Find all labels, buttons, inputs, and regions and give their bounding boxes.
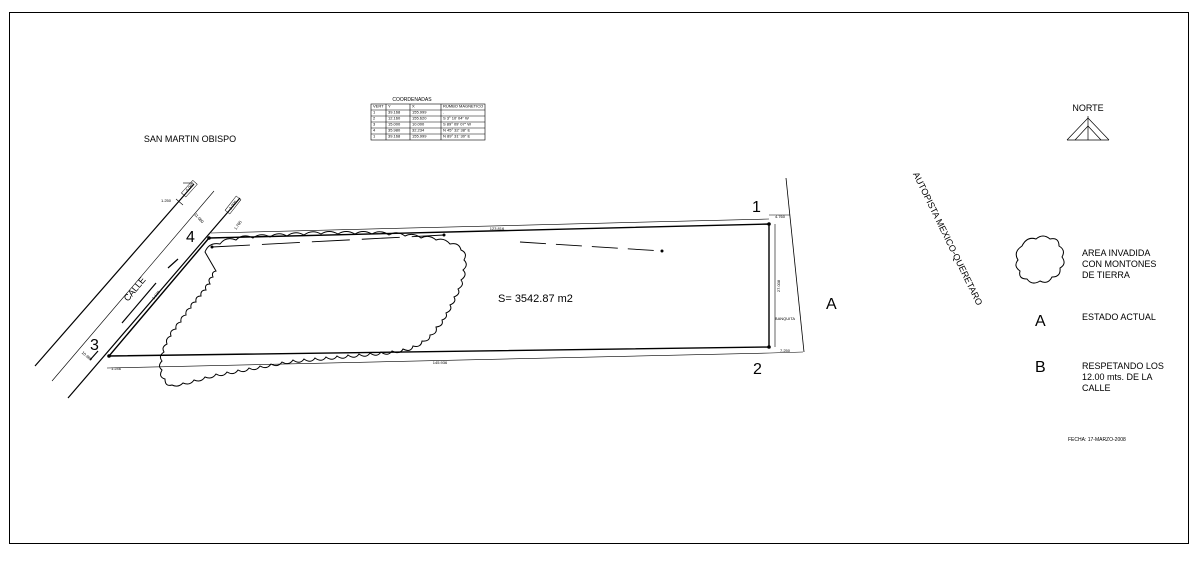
calle-label: CALLE (122, 275, 148, 303)
vertex-4-label: 4 (186, 229, 195, 246)
coord-table-header: Y (388, 104, 391, 109)
dim-street-a: 5.060 (185, 181, 196, 192)
dim-right-top: 4.760 (775, 214, 786, 219)
dim-left-b: 11.080 (193, 212, 205, 225)
legend-b-line3: CALLE (1082, 383, 1111, 393)
coord-table-header: X (412, 104, 415, 109)
side-a-label: A (826, 296, 837, 313)
coord-table-cell: 1 (373, 134, 376, 139)
coord-table-header: RUMBO MAGNETICO (443, 104, 483, 109)
coord-table-cell: 3 (373, 122, 376, 127)
invaded-area-cloud (159, 231, 467, 387)
coord-table-cell: 155.620 (412, 116, 427, 121)
dim-left-e: 1.246 (111, 366, 122, 371)
street (34, 179, 242, 399)
coord-table-cell: 155.999 (412, 110, 427, 115)
dim-street-b: 2.000 (228, 199, 239, 211)
legend-b-line2: 12.00 mts. DE LA (1082, 372, 1153, 382)
coord-table-cell: 39.168 (388, 110, 401, 115)
vertex-1-label: 1 (752, 199, 761, 216)
coord-table-cell: 35.980 (388, 128, 401, 133)
dim-street-c: 1.130 (151, 289, 162, 300)
coord-table-cell: N 89° 31' 30" E (443, 134, 470, 139)
coord-table-cell: 32.234 (412, 128, 425, 133)
coord-table-cell: 155.999 (412, 134, 427, 139)
date-label: FECHA: 17-MARZO-2008 (1068, 437, 1126, 443)
dim-right: 27.008 (776, 279, 781, 292)
legend-invaded-line3: DE TIERRA (1082, 270, 1130, 280)
coord-table-cell: 2 (373, 116, 376, 121)
legend-b-line1: RESPETANDO LOS (1082, 361, 1164, 371)
coord-table-cell: . (443, 110, 444, 115)
coord-table-cell: N 45° 32' 38" E (443, 128, 470, 133)
dim-top: 123.816 (490, 226, 505, 231)
area-label: S= 3542.87 m2 (498, 293, 573, 305)
legend-invaded-line2: CON MONTONES (1082, 259, 1156, 269)
coord-table-cell: 39.168 (388, 134, 401, 139)
san-martin-label: SAN MARTIN OBISPO (144, 134, 236, 144)
legend-a-text: ESTADO ACTUAL (1082, 312, 1156, 322)
vertex-2-label: 2 (753, 361, 762, 378)
survey-points (107, 222, 771, 358)
vertex-3-label: 3 (90, 337, 99, 354)
legend-cloud-icon (1015, 235, 1065, 284)
legend-b-symbol: B (1035, 359, 1046, 376)
coordinate-table: COORDENADAS VERT Y X RUMBO MAGNETICO 1 39.168… (370, 97, 486, 141)
dim-left-c: 1.765 (233, 219, 243, 231)
coord-table-header: VERT (373, 104, 384, 109)
dim-left-a: 1.250 (161, 198, 172, 203)
coord-table-cell: 4 (373, 128, 376, 133)
legend-a-symbol: A (1035, 313, 1046, 330)
north-arrow-icon (1066, 116, 1110, 141)
legend-invaded-line1: AREA INVADIDA (1082, 248, 1150, 258)
coord-table-cell: 12.160 (388, 116, 401, 121)
lot-boundary (106, 177, 805, 369)
coord-table-cell: 10.000 (412, 122, 425, 127)
autopista-label: AUTOPISTA MEXICO-QUERETARO (911, 170, 984, 307)
north-label: NORTE (1072, 103, 1103, 113)
dim-right-bottom: 7.250 (780, 348, 791, 353)
coord-table-cell: 1 (373, 110, 376, 115)
dim-bottom: 145.936 (433, 360, 448, 365)
coord-table-cell: S 3° 10' 04" W (443, 116, 469, 121)
coord-table-title: COORDENADAS (392, 97, 432, 103)
coord-table-cell: S 89° 09' 07" W (443, 122, 471, 127)
drawing-frame (9, 12, 1189, 544)
banquita-label: BANQUITA (775, 316, 795, 321)
coord-table-cell: 15.000 (388, 122, 401, 127)
